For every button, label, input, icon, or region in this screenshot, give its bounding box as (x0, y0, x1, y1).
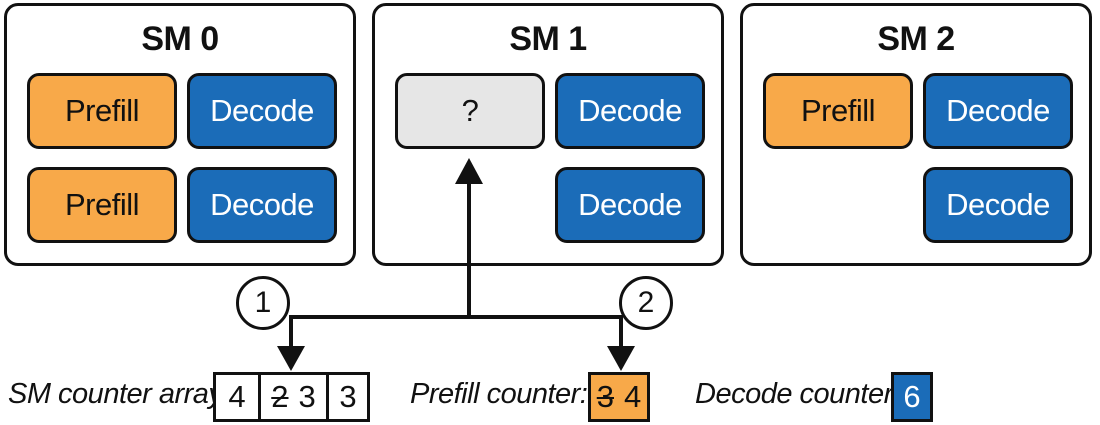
sm-panel-0: SM 0 Prefill Decode Prefill Decode (4, 3, 356, 266)
decode-block: Decode (187, 167, 337, 243)
prefill-block: Prefill (27, 73, 177, 149)
prefill-counter-label: Prefill counter: (410, 378, 588, 410)
sm-counter-cell: 4 (213, 372, 261, 422)
counter-value: 4 (228, 379, 246, 414)
decode-block: Decode (923, 167, 1073, 243)
sm-panel-1: SM 1 ? Decode Decode (372, 3, 724, 266)
counter-old-value: 3 (596, 379, 614, 414)
connector-down-right (619, 315, 623, 351)
counter-value: 3 (298, 379, 316, 414)
decode-block: Decode (555, 73, 705, 149)
arrow-down-icon (607, 346, 635, 371)
connector-horizontal (290, 315, 622, 319)
sm-title: SM 0 (141, 20, 219, 58)
prefill-counter-cell: 3 4 (588, 372, 650, 422)
arrow-up-icon (455, 158, 483, 184)
unassigned-block: ? (395, 73, 545, 149)
step-marker-1: 1 (236, 276, 290, 330)
step-marker-2: 2 (619, 276, 673, 330)
sm-counter-cell: 2 3 (258, 372, 329, 422)
connector-up (467, 178, 471, 317)
decode-block: Decode (923, 73, 1073, 149)
sm-counter-cell: 3 (326, 372, 370, 422)
sm-title: SM 2 (877, 20, 955, 58)
decode-counter-cell: 6 (891, 372, 933, 422)
counter-value: 4 (624, 379, 642, 414)
counter-value: 3 (339, 379, 357, 414)
decode-block: Decode (555, 167, 705, 243)
prefill-block: Prefill (763, 73, 913, 149)
connector-down-left (289, 315, 293, 351)
counter-old-value: 2 (271, 379, 289, 414)
counter-value: 6 (903, 379, 921, 414)
decode-counter-label: Decode counter: (695, 378, 901, 410)
sm-counter-label: SM counter array: (8, 378, 230, 410)
prefill-block: Prefill (27, 167, 177, 243)
arrow-down-icon (277, 346, 305, 371)
sm-panel-2: SM 2 Prefill Decode Decode (740, 3, 1092, 266)
decode-block: Decode (187, 73, 337, 149)
sm-title: SM 1 (509, 20, 587, 58)
